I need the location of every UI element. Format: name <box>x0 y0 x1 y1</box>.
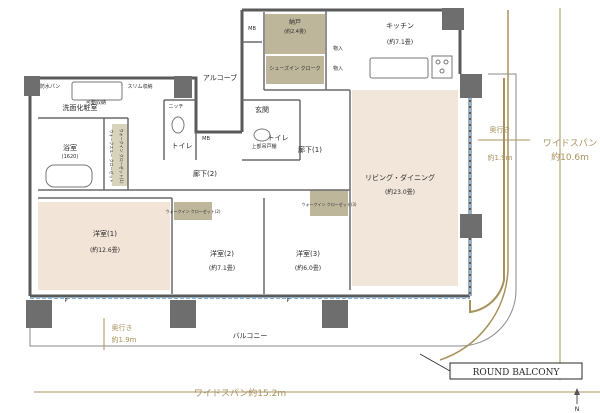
pillar <box>174 76 192 98</box>
storage-a-label: 可動収納 <box>86 99 106 106</box>
upper-cabinet-label: 上部吊戸棚 <box>251 143 276 150</box>
pillars <box>24 8 482 328</box>
round-balcony-tag: ROUND BALCONY <box>419 353 583 380</box>
pillar <box>26 300 52 328</box>
pillar <box>460 74 482 98</box>
closet-floor <box>112 124 128 186</box>
western2-size: (約7.1畳) <box>209 264 235 272</box>
toilet2-label: トイレ <box>268 134 289 142</box>
depth-right-label: 奥行き <box>490 125 511 134</box>
western1-size: (約12.6畳) <box>90 246 120 254</box>
small-labels: MB MB 防水パン 可動収納 スリム収納 ニッチ 上部吊戸棚 物入 物入 P … <box>40 26 343 304</box>
dimension-labels: ワイドスパン 約10.6m 奥行き 約1.9m 奥行き 約1.9m ワイドスパン… <box>112 125 598 399</box>
p2-label: P <box>286 298 289 304</box>
wide-span-right-value: 約10.6m <box>551 151 589 163</box>
wash-pan-label: 防水パン <box>40 83 60 90</box>
kitchen-label: キッチン <box>386 22 414 30</box>
pillar <box>460 214 482 238</box>
wic1-label: ウォークイン クローゼット(1) <box>119 129 125 184</box>
depth-right-value: 約1.9m <box>488 153 513 162</box>
balcony-label: バルコニー <box>233 332 268 340</box>
bathroom-label: 浴室 <box>63 143 77 152</box>
mb-mid-label: MB <box>202 136 210 142</box>
kitchen-counter <box>369 57 429 79</box>
room-labels: キッチン (約7.1畳) 納戸 (約2.4畳) シューズイン クローク アルコー… <box>62 18 435 340</box>
compass-arrow <box>574 388 580 395</box>
washroom-label: 洗面化粧室 <box>63 103 98 112</box>
pillar <box>442 8 464 30</box>
living-size: (約23.0畳) <box>385 188 415 196</box>
bathtub <box>45 164 93 188</box>
niche-label: ニッチ <box>168 104 183 110</box>
western3-size: (約6.0畳) <box>295 264 321 272</box>
interior-walls <box>38 10 351 294</box>
round-balcony-text: ROUND BALCONY <box>473 368 561 378</box>
western1-floor <box>38 202 170 290</box>
balcony <box>29 10 517 361</box>
shoes-cloak-label: シューズイン クローク <box>269 65 320 72</box>
wic2-floor <box>174 202 212 220</box>
storage-label: 納戸 <box>289 18 301 26</box>
wic3-floor <box>310 190 348 216</box>
compass-north: N <box>575 406 580 413</box>
wic2-label: ウォークイン クローゼット(2) <box>166 208 221 214</box>
entrance-label: 玄関 <box>255 105 269 114</box>
kitchen-stove <box>431 55 453 79</box>
storage-floor <box>265 14 325 54</box>
balcony-gold-rail <box>469 78 505 314</box>
windows <box>30 78 471 299</box>
alcove-label: アルコーブ <box>203 73 237 82</box>
fixtures <box>45 55 453 188</box>
closet-label: ウォークスルー クローゼット <box>109 129 115 182</box>
washbasin <box>71 81 123 101</box>
shoes-cloak-floor <box>266 56 324 84</box>
round-balcony-edge <box>439 10 509 361</box>
western3-label: 洋室(3) <box>296 249 320 258</box>
pillar <box>322 300 348 328</box>
kitchen-size: (約7.1畳) <box>387 38 413 46</box>
bathroom-note: (1620) <box>62 154 79 160</box>
pillar <box>24 76 40 96</box>
western1-label: 洋室(1) <box>93 229 117 238</box>
hall2-label: 廊下(2) <box>193 169 217 178</box>
depth-bottom-value: 約1.9m <box>112 335 137 344</box>
shelf1-label: 物入 <box>333 45 343 52</box>
storage-b-label: スリム収納 <box>127 83 152 90</box>
toilet-bowl <box>171 116 185 134</box>
pillar <box>170 300 196 328</box>
toilet-bowl <box>253 128 271 142</box>
living-label: リビング・ダイニング <box>365 173 435 182</box>
shelf2-label: 物入 <box>333 65 343 72</box>
dimension-lines <box>34 8 600 393</box>
living-floor <box>352 90 458 286</box>
balcony-outline <box>29 73 517 347</box>
wic3-label: ウォークイン クローゼット(3) <box>302 201 357 207</box>
wide-span-bottom-label: ワイドスパン約15.2m <box>194 387 286 399</box>
p1-label: P <box>64 298 67 304</box>
toilet1-label: トイレ <box>172 142 193 150</box>
wide-span-right-label: ワイドスパン <box>543 138 597 149</box>
floor-fills <box>38 14 458 290</box>
compass: N <box>574 388 580 413</box>
western2-label: 洋室(2) <box>210 249 234 258</box>
storage-size: (約2.4畳) <box>284 28 306 35</box>
mb-top-label: MB <box>248 26 256 32</box>
hall1-label: 廊下(1) <box>298 145 322 154</box>
depth-bottom-label: 奥行き <box>112 323 133 332</box>
